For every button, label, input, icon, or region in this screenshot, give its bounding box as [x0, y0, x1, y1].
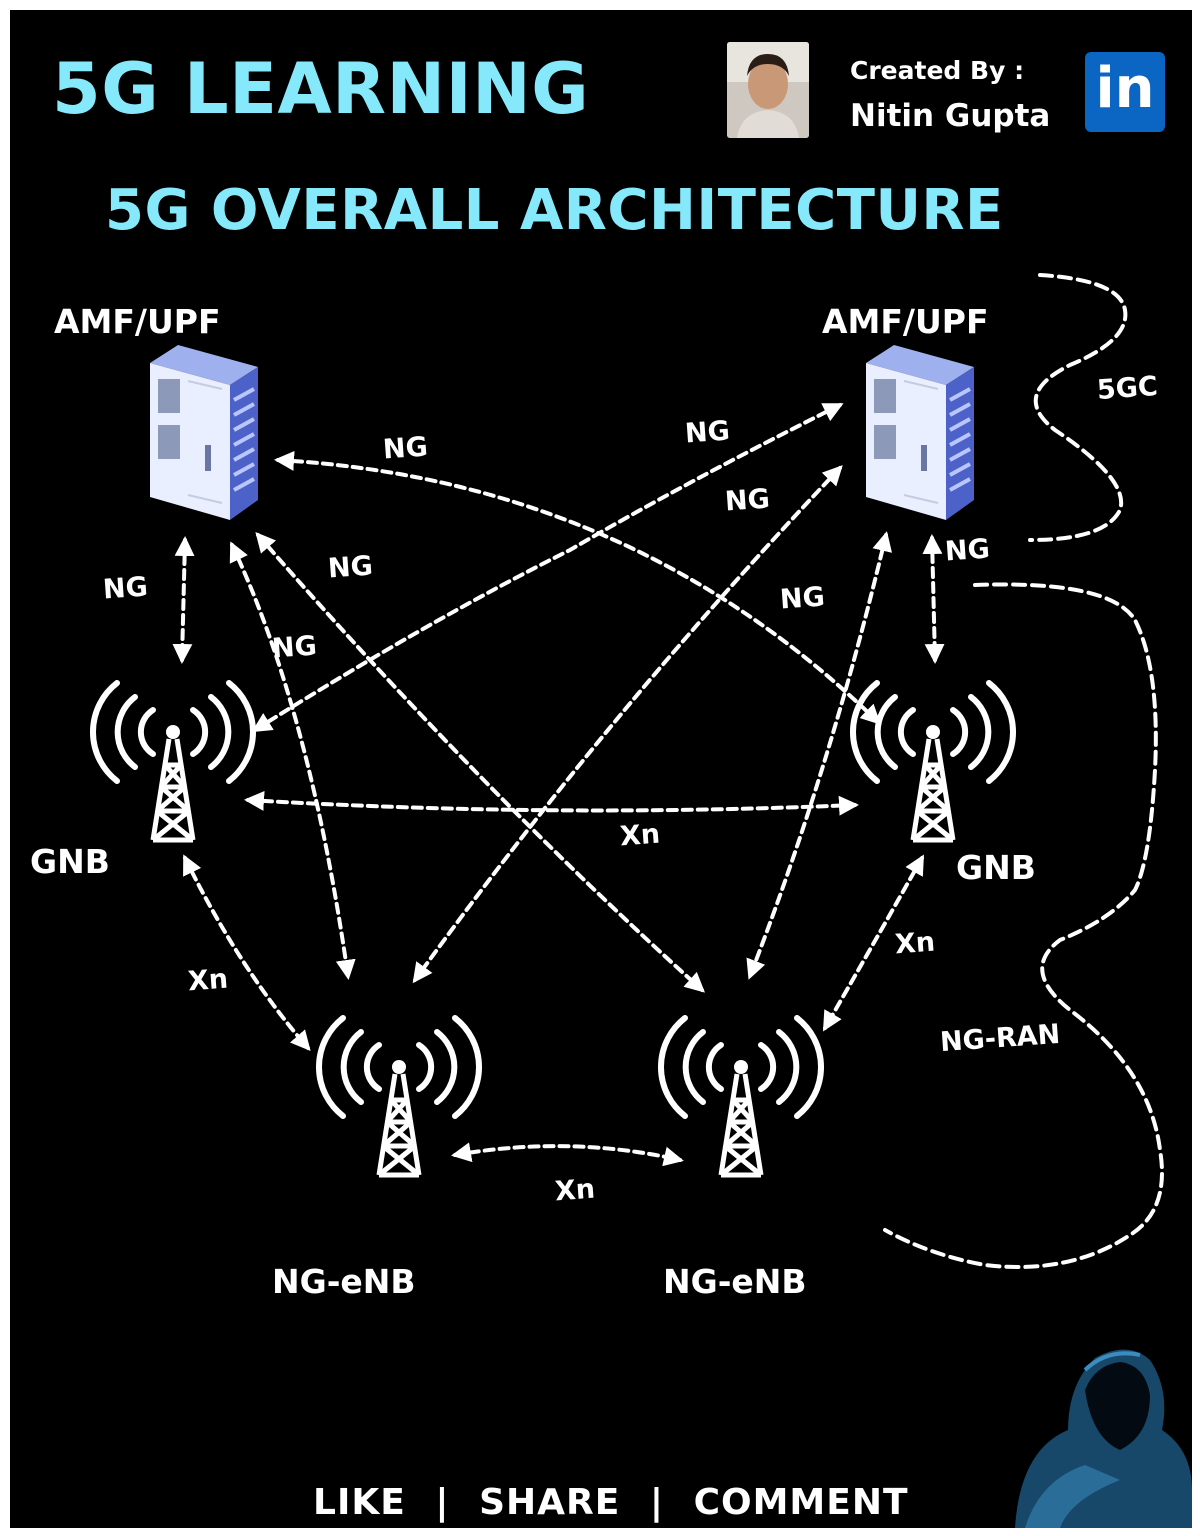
node-ngenb-left: NG-eNB — [272, 1262, 416, 1301]
link-label-ng: NG — [723, 483, 771, 518]
tower-icon — [319, 1018, 479, 1175]
author-photo — [727, 42, 809, 138]
share-text[interactable]: SHARE — [479, 1482, 621, 1523]
link-label-ng: NG — [381, 431, 429, 466]
diagram-title: 5G OVERALL ARCHITECTURE — [105, 178, 1004, 243]
server-icon — [148, 343, 260, 522]
node-gnb-left: GNB — [30, 842, 110, 881]
node-amf-right: AMF/UPF — [822, 302, 989, 341]
link-label-ng: NG — [101, 571, 149, 606]
link-label-ng: NG — [943, 533, 991, 568]
footer-separator: | — [649, 1482, 665, 1523]
core-boundary — [1028, 273, 1128, 542]
link-label-ng: NG — [326, 550, 374, 585]
node-gnb-right: GNB — [956, 848, 1036, 887]
link-label-xn: Xn — [618, 818, 662, 853]
author-name: Nitin Gupta — [850, 98, 1051, 134]
comment-text[interactable]: COMMENT — [693, 1482, 909, 1523]
node-ngenb-right: NG-eNB — [663, 1262, 807, 1301]
like-text[interactable]: LIKE — [313, 1482, 406, 1523]
architecture-diagram — [10, 273, 1192, 1528]
linkedin-logo-text: in — [1095, 56, 1155, 121]
linkedin-icon[interactable]: in — [1085, 52, 1165, 132]
link-xn — [183, 854, 311, 1052]
group-label-5gc: 5GC — [1095, 370, 1159, 407]
link-ng — [746, 531, 893, 980]
ran-boundary — [883, 582, 1164, 1269]
link-ng — [172, 536, 195, 664]
tower-icon — [661, 1018, 821, 1175]
link-ng — [922, 534, 945, 664]
link-xn — [244, 790, 859, 816]
link-xn — [451, 1142, 684, 1167]
created-by-label: Created By : — [850, 56, 1025, 85]
link-xn — [823, 854, 924, 1032]
link-ng — [255, 531, 705, 993]
link-label-ng: NG — [778, 581, 826, 616]
link-label-ng: NG — [270, 630, 318, 665]
tower-icon — [93, 683, 253, 840]
tower-icon — [853, 683, 1013, 840]
footer-cta: LIKE | SHARE | COMMENT — [313, 1482, 909, 1523]
footer-separator: | — [435, 1482, 450, 1523]
hooded-figure — [1015, 1349, 1192, 1528]
link-label-xn: Xn — [553, 1173, 597, 1208]
server-icon — [864, 343, 976, 522]
node-amf-left: AMF/UPF — [54, 302, 221, 341]
link-label-xn: Xn — [893, 926, 937, 961]
poster: 5G LEARNING Created By : Nitin Gupta in … — [10, 10, 1192, 1528]
page-title: 5G LEARNING — [52, 48, 590, 130]
link-label-ng: NG — [683, 415, 731, 450]
link-label-xn: Xn — [186, 963, 230, 998]
